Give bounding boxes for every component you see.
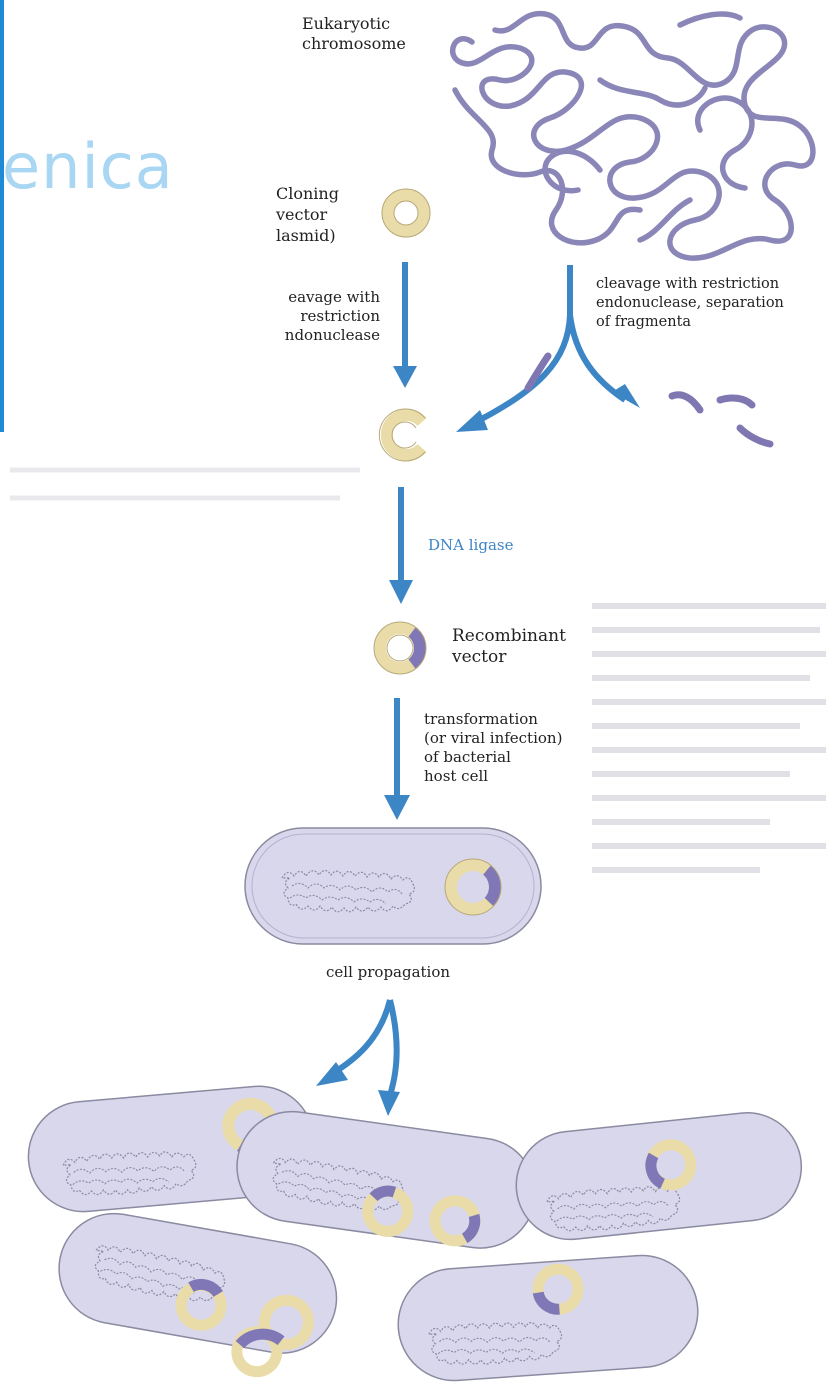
arrow-propagation-right — [390, 1000, 397, 1095]
label-transformation: transformation (or viral infection) of b… — [424, 710, 562, 786]
arrowhead-ligase — [389, 580, 413, 604]
daughter-cell-4 — [47, 1205, 346, 1383]
slide-accent-bar — [0, 0, 4, 432]
arrowhead-vector-cleavage — [393, 366, 417, 388]
label-vector-cleavage: eavage with restriction ndonuclease — [276, 288, 380, 345]
cloning-vector-plasmid — [382, 189, 430, 237]
label-chromosome-cleavage: cleavage with restriction endonuclease, … — [596, 275, 784, 332]
recombinant-vector — [374, 622, 426, 674]
daughter-cell-5 — [394, 1252, 701, 1383]
arrowhead-propagation-right — [378, 1090, 400, 1116]
page-bleed-through — [592, 606, 826, 870]
arrow-chromosome-split — [470, 265, 570, 425]
arrow-propagation-left — [330, 1000, 390, 1075]
label-recombinant-vector: Recombinant vector — [452, 626, 566, 668]
cleaved-plasmid — [379, 409, 425, 461]
label-cloning-vector: Cloning vector lasmid) — [276, 183, 339, 246]
arrowhead-to-vector — [456, 410, 488, 432]
slide-partial-title: enica — [2, 130, 174, 203]
label-eukaryotic-chromosome: Eukaryotic chromosome — [302, 14, 406, 54]
dna-fragments — [528, 356, 770, 444]
chromosome-strand — [453, 14, 813, 259]
daughter-cell-2 — [230, 1105, 542, 1256]
label-dna-ligase: DNA ligase — [428, 536, 513, 555]
arrowhead-transformation — [384, 795, 410, 820]
label-cell-propagation: cell propagation — [326, 963, 450, 982]
page-bleed-left — [10, 470, 360, 498]
daughter-cell-3 — [511, 1107, 807, 1244]
host-cell — [245, 828, 541, 944]
